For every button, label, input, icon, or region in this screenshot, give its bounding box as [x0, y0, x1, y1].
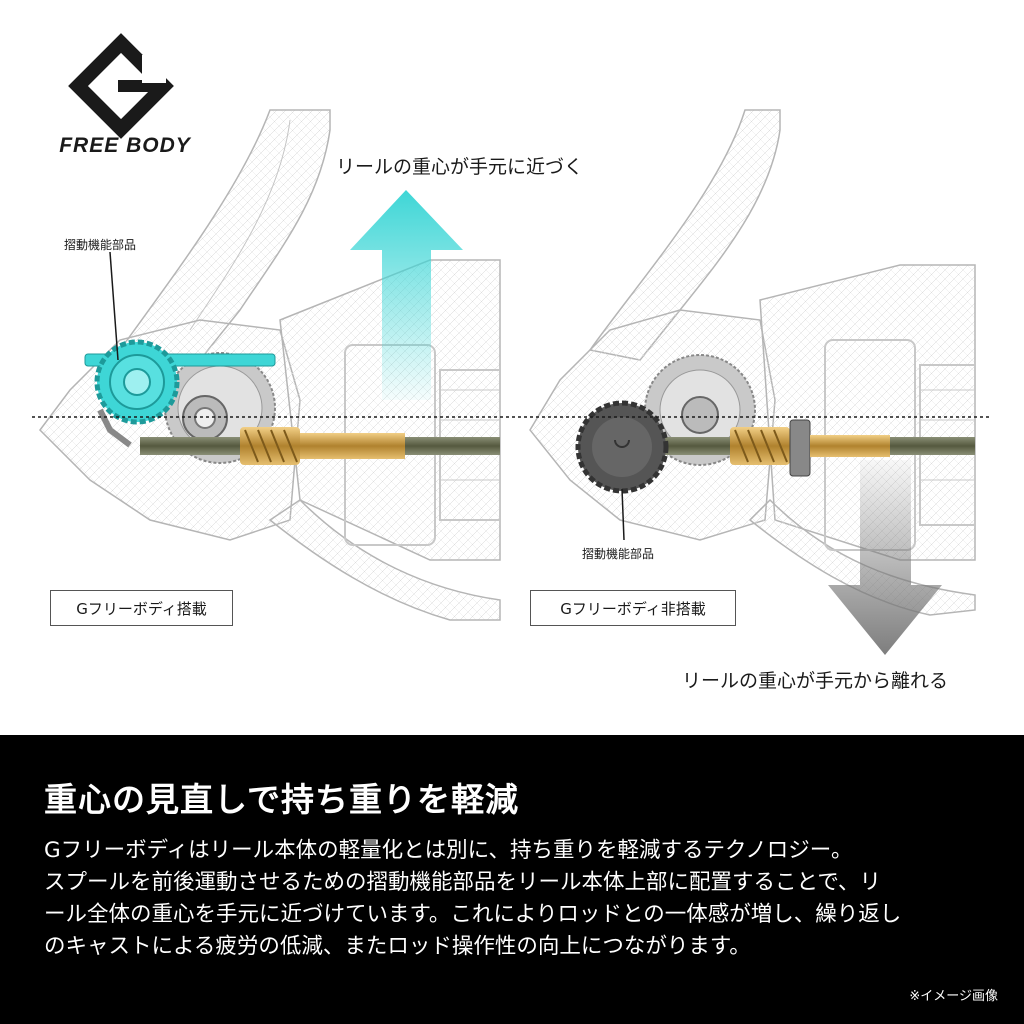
description-line: スプールを前後運動させるための摺動機能部品をリール本体上部に配置することで、リ [44, 870, 881, 895]
arrow-down-icon [828, 460, 942, 655]
label-with-gfreebody: Gフリーボディ搭載 [50, 590, 233, 626]
description-line: のキャストによる疲労の低減、またロッド操作性の向上につながります。 [44, 934, 751, 959]
reel-illustration [32, 33, 990, 655]
description-body: Gフリーボディはリール本体の軽量化とは別に、持ち重りを軽減するテクノロジー。 ス… [44, 835, 994, 963]
g-logo-icon [68, 33, 174, 139]
reel-comparison-figure: FREE BODY リールの重心が手元に近づく 摺動機能部品 摺動機能部品 Gフ… [32, 33, 990, 692]
sliding-part-label-left: 摺動機能部品 [64, 238, 137, 252]
sliding-part-label-right: 摺動機能部品 [582, 547, 655, 561]
headline: 重心の見直しで持ち重りを軽減 [44, 780, 520, 819]
arrow-up-icon [350, 190, 463, 400]
reel-right [529, 109, 976, 616]
description-line: ール全体の重心を手元に近づけています。これによりロッドとの一体感が増し、繰り返し [44, 902, 902, 927]
description-panel: 重心の見直しで持ち重りを軽減 Gフリーボディはリール本体の軽量化とは別に、持ち重… [0, 735, 1024, 1024]
brand-logo-text: FREE BODY [59, 134, 191, 157]
label-without-gfreebody: Gフリーボディ非搭載 [530, 590, 736, 626]
image-note: ※イメージ画像 [909, 989, 998, 1004]
callout-closer-to-hand: リールの重心が手元に近づく [336, 156, 584, 178]
callout-away-from-hand: リールの重心が手元から離れる [682, 670, 949, 692]
reel-left [39, 109, 501, 621]
description-line: Gフリーボディはリール本体の軽量化とは別に、持ち重りを軽減するテクノロジー。 [44, 838, 853, 863]
